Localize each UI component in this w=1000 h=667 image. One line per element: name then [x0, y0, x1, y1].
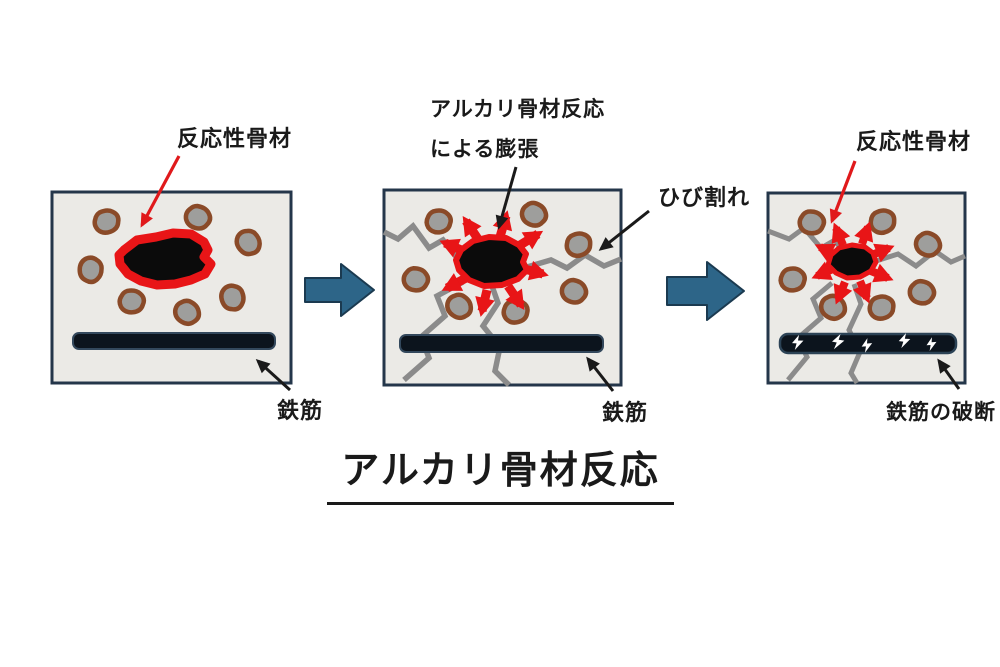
aggregate-icon — [868, 294, 895, 320]
pointer-arrow-rebar-fracture — [937, 358, 961, 390]
stage3-panel — [766, 191, 967, 385]
pointer-arrow-reactive-aggregate-1 — [140, 155, 181, 228]
crack-icon — [402, 279, 465, 383]
stage-arrow-2-icon — [666, 261, 745, 321]
pointer-arrow-rebar-2 — [586, 356, 615, 392]
label-rebar-1: 鉄筋 — [277, 399, 324, 424]
diagram-title: アルカリ骨材反応 — [327, 450, 674, 506]
label-rebar-2: 鉄筋 — [602, 401, 649, 426]
rebar-icon — [72, 332, 276, 350]
pointer-arrow-reactive-aggregate-3 — [829, 160, 857, 224]
label-crack: ひび割れ — [658, 186, 751, 211]
label-reactive-aggregate-1: 反応性骨材 — [177, 127, 293, 152]
aggregate-icon — [870, 209, 895, 234]
label-reactive-aggregate-3: 反応性骨材 — [856, 130, 972, 155]
stage1-panel — [50, 190, 293, 385]
rebar-icon — [399, 334, 604, 353]
crack-icon — [786, 281, 834, 382]
reactive-aggregate-icon — [453, 234, 530, 289]
reactive-aggregate-icon — [825, 242, 879, 281]
label-expansion-line2: による膨張 — [430, 137, 540, 161]
stage-arrow-1-icon — [304, 263, 375, 317]
pointer-arrow-expansion — [495, 166, 518, 230]
aggregate-icon — [219, 284, 245, 311]
label-expansion-line1: アルカリ骨材反応 — [430, 97, 606, 121]
reactive-aggregate-icon — [114, 228, 216, 290]
aggregate-icon — [93, 208, 120, 234]
pointer-arrow-crack — [598, 209, 650, 251]
label-rebar-fracture: 鉄筋の破断 — [886, 400, 996, 424]
pointer-arrow-rebar-1 — [255, 358, 292, 392]
aggregate-icon — [566, 232, 591, 257]
